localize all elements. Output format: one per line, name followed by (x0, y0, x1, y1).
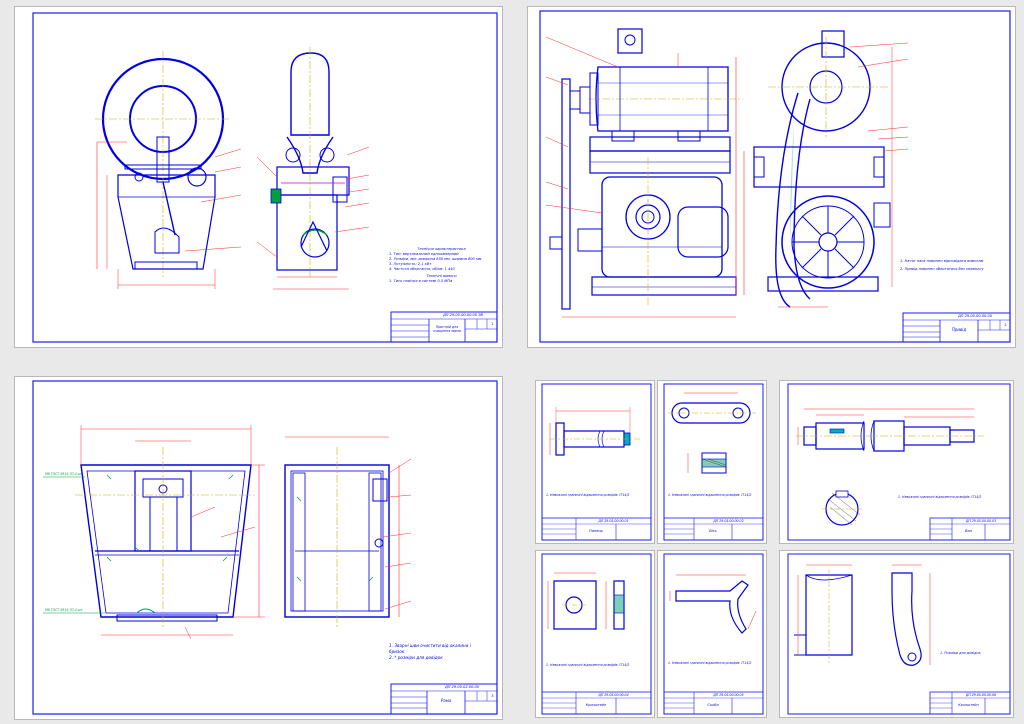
detail-panel-skoba: 1. Невказані граничні відхилення розмірі… (657, 550, 767, 718)
title-block-name: Привід (951, 327, 967, 332)
note-line: 1. Тиск повітря в системі 0,5 МПа (389, 279, 453, 283)
note-line: 1. Зварні шви очистити від окалини і бри… (389, 643, 471, 654)
notes-general: Технічна характеристика 1. Тип: вертикал… (389, 247, 494, 284)
detail-panel-vis: 1. Невказані граничні відхилення розмірі… (657, 380, 767, 544)
detail-code: ДП 29.05.00.00.04 (598, 693, 629, 697)
detail-panel-kronshtein-2: 1. Розміри для довідок ДП 29.05.00.00.06… (779, 550, 1014, 718)
sheet-frame: M8 ГОСТ 5915-70 4 шт. M8 ГОСТ 5915-70 4 … (14, 376, 503, 720)
sheet-general-view: Технічна характеристика 1. Тип: вертикал… (14, 6, 503, 348)
notes-frame: 1. Зварні шви очистити від окалини і бри… (389, 643, 487, 661)
frame-drawing (32, 380, 498, 715)
drum-side-view (256, 47, 370, 290)
title-block-name: Пристрій для очищення зерна (433, 325, 461, 333)
note-line: 2. Привід повинен обертатися без перекос… (900, 267, 984, 271)
detail-name: Скоба (707, 703, 719, 707)
motor-gearbox-front (545, 28, 745, 318)
note-line: 2. * розміри для довідок (389, 655, 443, 660)
title-block-sheet-no: 3 (491, 694, 494, 698)
note-line: 2. Розміри, мм: довжина 850 мм, ширина 8… (389, 257, 482, 261)
title-block-code: ДП 29.05.00.00.00 (957, 314, 993, 318)
note-line: 1. Тип: вертикальний однокамерний (389, 252, 459, 256)
detail-code: ДП 29.05.00.00.05 (713, 693, 744, 697)
note-line: 4. Частота обертання, об/хв: 1 440 (389, 267, 455, 271)
general-view-drawing (32, 12, 498, 343)
detail-name: Кронштейн (585, 703, 607, 707)
detail-name: Кронштейн (958, 703, 979, 707)
detail-note: 1. Невказані граничні відхилення розмірі… (546, 493, 630, 497)
frame-side-view (284, 436, 412, 627)
detail-drawing (663, 553, 764, 715)
detail-note: 1. Розміри для довідок (940, 651, 981, 655)
frame-callout-bottom: M8 ГОСТ 5915-70 4 шт. (45, 608, 84, 612)
title-block-3 (390, 683, 498, 715)
frame-callout-top: M8 ГОСТ 5915-70 4 шт. (45, 472, 84, 476)
detail-drawing (663, 383, 764, 541)
detail-name: Палець (589, 529, 603, 533)
detail-drawing (541, 383, 652, 541)
detail-code: ДП 29.05.00.00.01 (598, 519, 629, 523)
title-block-sheet-no: 1 (491, 322, 494, 326)
note-line: Технічна характеристика (417, 247, 466, 251)
sheet-drive: 1. Натяг паса повинен відповідати вимога… (527, 6, 1016, 348)
detail-panel-val: 1. Невказані граничні відхилення розмірі… (779, 380, 1014, 544)
title-block-name: Рама (440, 698, 452, 703)
title-block-code: ДП 29.05.02.00.00 (444, 685, 480, 689)
detail-note: 1. Невказані граничні відхилення розмірі… (546, 663, 630, 667)
note-line: 3. Потужність: 2,1 кВт (389, 262, 432, 266)
detail-panel-palets: 1. Невказані граничні відхилення розмірі… (535, 380, 655, 544)
note-line: 1. Натяг паса повинен відповідати вимога… (900, 259, 984, 263)
title-block-sheet-no: 2 (1004, 323, 1007, 327)
note-line: Технічні вимоги (426, 274, 457, 278)
detail-code: ДП 29.05.00.00.06 (965, 693, 997, 697)
detail-drawing (787, 553, 1011, 715)
detail-panel-kronshtein: 1. Невказані граничні відхилення розмірі… (535, 550, 655, 718)
title-block-1 (390, 311, 498, 343)
title-block-2 (902, 312, 1011, 343)
detail-drawing (541, 553, 652, 715)
drum-front-view (95, 51, 242, 289)
frame-front-view (43, 425, 265, 640)
detail-note: 1. Невказані граничні відхилення розмірі… (668, 493, 752, 497)
detail-name: Вал (965, 529, 972, 533)
drive-drawing (539, 10, 1011, 343)
detail-note: 1. Невказані граничні відхилення розмірі… (898, 495, 982, 499)
detail-note: 1. Невказані граничні відхилення розмірі… (668, 661, 752, 665)
detail-name: Вісь (709, 529, 717, 533)
title-block-code: ДП 29.05.00.00.00 ЗВ (443, 313, 483, 317)
sheet-details: 1. Невказані граничні відхилення розмірі… (527, 376, 1014, 718)
drive-side-view (753, 30, 909, 308)
notes-drive: 1. Натяг паса повинен відповідати вимога… (900, 259, 1008, 272)
detail-code: ДП 29.05.00.00.03 (965, 519, 997, 523)
detail-drawing (787, 383, 1011, 541)
detail-code: ДП 29.05.00.00.02 (713, 519, 744, 523)
